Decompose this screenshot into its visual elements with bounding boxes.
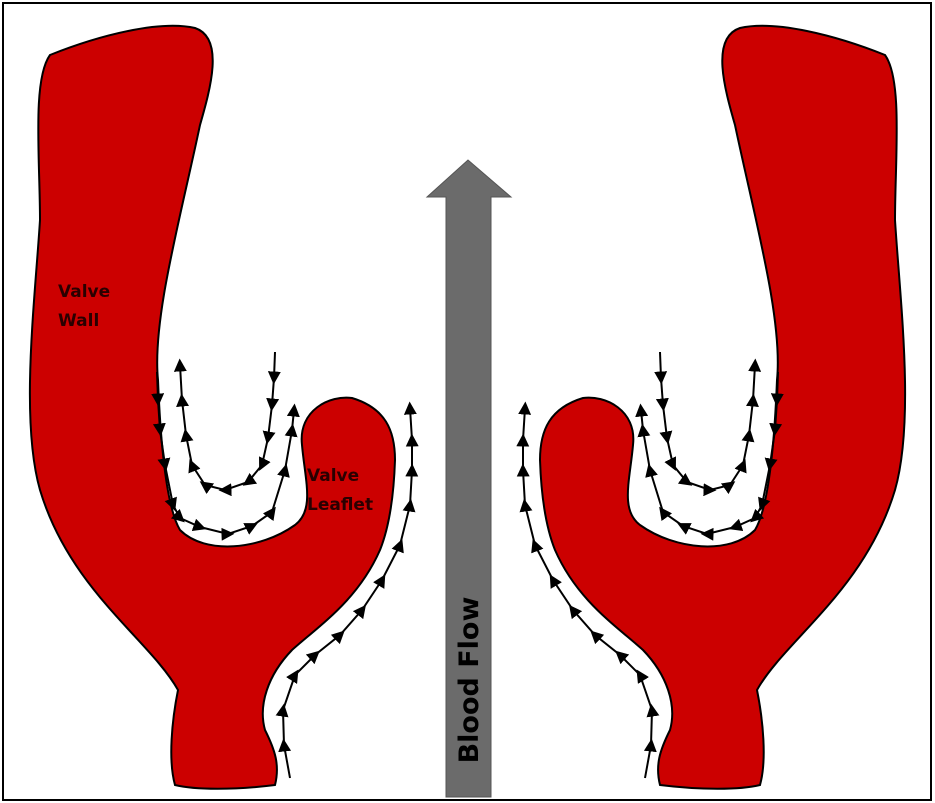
- blood-flow-label: Blood Flow: [454, 597, 485, 764]
- valve-leaflet-label-line1: Valve: [307, 466, 359, 486]
- valve-wall-label-line2: Wall: [58, 311, 99, 331]
- valve-wall-label-line1: Valve: [58, 282, 110, 302]
- valve-leaflet-label-line2: Leaflet: [307, 495, 373, 515]
